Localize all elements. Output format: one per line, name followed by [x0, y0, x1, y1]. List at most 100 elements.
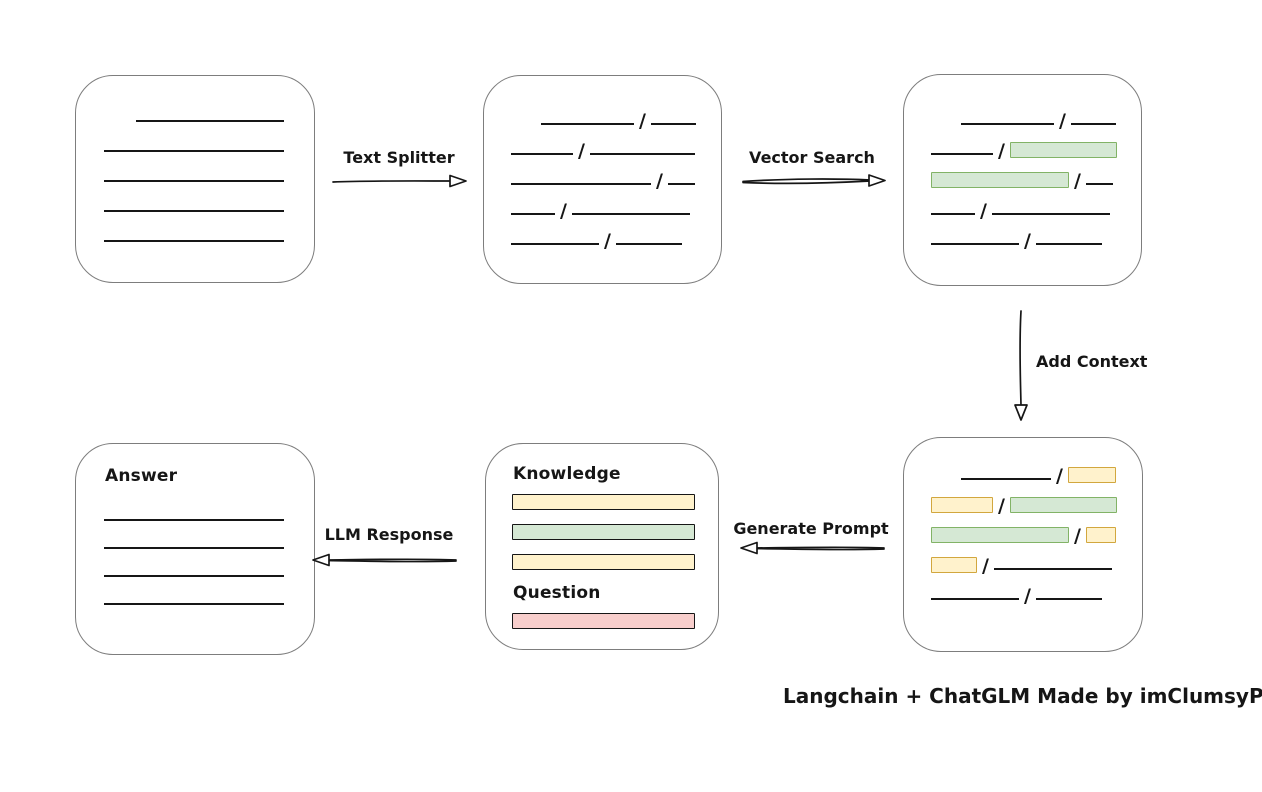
text-line	[511, 213, 555, 215]
separator-slash: /	[1074, 525, 1081, 547]
chunk-row: /	[931, 555, 1117, 577]
text-line	[104, 575, 284, 577]
chunk-row: /	[931, 170, 1117, 192]
add-context-arrow-icon	[1014, 310, 1028, 421]
chunk-rows: / / / / /	[511, 111, 696, 261]
text-line	[931, 213, 975, 215]
chunk-row: /	[961, 465, 1117, 487]
box-context-chunks: / / / / /	[903, 437, 1143, 652]
answer-title: Answer	[105, 466, 178, 486]
separator-slash: /	[560, 200, 567, 222]
text-line	[961, 123, 1054, 125]
text-line	[104, 210, 284, 212]
chunk-row: /	[931, 200, 1117, 222]
text-line	[136, 120, 284, 122]
yellow-bar	[512, 554, 695, 570]
text-line	[650, 123, 696, 125]
green-bar	[512, 524, 695, 540]
text-splitter-arrow-icon	[332, 174, 467, 188]
chunk-row: /	[511, 230, 696, 252]
text-line	[993, 568, 1112, 570]
separator-slash: /	[578, 140, 585, 162]
text-line	[1070, 123, 1116, 125]
text-line	[991, 213, 1110, 215]
chunk-row: /	[931, 585, 1117, 607]
box-answer: Answer	[75, 443, 315, 655]
context-rows: / / / / /	[931, 466, 1117, 616]
box-prompt: Knowledge Question	[485, 443, 719, 650]
separator-slash: /	[1024, 585, 1031, 607]
text-line	[1035, 598, 1102, 600]
separator-slash: /	[1056, 465, 1063, 487]
box-source-document	[75, 75, 315, 283]
document-text-lines	[104, 120, 284, 242]
vector-search-arrow-icon	[742, 174, 886, 187]
text-line	[541, 123, 634, 125]
yellow-bar	[512, 494, 695, 510]
diagram-caption: Langchain + ChatGLM Made by imClumsyPand…	[783, 684, 1262, 708]
text-line	[511, 153, 573, 155]
question-bars	[512, 613, 695, 629]
chunk-row: /	[931, 495, 1117, 517]
chunk-row: /	[931, 140, 1117, 162]
text-line	[961, 478, 1051, 480]
text-line	[571, 213, 690, 215]
text-line	[589, 153, 695, 155]
yellow-highlight-box	[931, 497, 993, 513]
chunk-row: /	[961, 110, 1117, 132]
text-line	[615, 243, 682, 245]
separator-slash: /	[998, 140, 1005, 162]
question-title: Question	[513, 583, 601, 603]
separator-slash: /	[982, 555, 989, 577]
text-line	[104, 547, 284, 549]
chunk-row: /	[931, 230, 1117, 252]
separator-slash: /	[656, 170, 663, 192]
knowledge-bars	[512, 494, 695, 570]
separator-slash: /	[998, 495, 1005, 517]
answer-text-lines	[104, 519, 284, 605]
llm-response-label: LLM Response	[324, 525, 454, 544]
chunk-row: /	[511, 140, 696, 162]
text-line	[931, 598, 1019, 600]
vector-result-rows: / / / / /	[931, 111, 1117, 261]
red-bar	[512, 613, 695, 629]
text-line	[931, 153, 993, 155]
text-line	[104, 519, 284, 521]
text-splitter-label: Text Splitter	[343, 148, 455, 167]
separator-slash: /	[1024, 230, 1031, 252]
yellow-highlight-box	[1085, 527, 1116, 543]
text-line	[1035, 243, 1102, 245]
yellow-highlight-box	[1067, 467, 1116, 483]
box-text-chunks: / / / / /	[483, 75, 722, 284]
text-line	[931, 243, 1019, 245]
separator-slash: /	[639, 110, 646, 132]
llm-response-arrow-icon	[312, 553, 457, 567]
separator-slash: /	[1074, 170, 1081, 192]
text-line	[1085, 183, 1113, 185]
chunk-row: /	[541, 110, 696, 132]
generate-prompt-label: Generate Prompt	[733, 519, 889, 538]
separator-slash: /	[980, 200, 987, 222]
box-vector-search-results: / / / / /	[903, 74, 1142, 286]
text-line	[511, 243, 599, 245]
separator-slash: /	[1059, 110, 1066, 132]
vector-search-label: Vector Search	[749, 148, 875, 167]
green-highlight-box	[1009, 497, 1117, 513]
chunk-row: /	[931, 525, 1117, 547]
green-highlight-box	[931, 527, 1069, 543]
green-highlight-box	[931, 172, 1069, 188]
separator-slash: /	[604, 230, 611, 252]
text-line	[511, 183, 651, 185]
generate-prompt-arrow-icon	[740, 541, 885, 555]
text-line	[104, 240, 284, 242]
text-line	[104, 180, 284, 182]
text-line	[667, 183, 695, 185]
yellow-highlight-box	[931, 557, 977, 573]
add-context-label: Add Context	[1036, 352, 1148, 371]
chunk-row: /	[511, 200, 696, 222]
knowledge-title: Knowledge	[513, 464, 621, 484]
green-highlight-box	[1009, 142, 1117, 158]
chunk-row: /	[511, 170, 696, 192]
text-line	[104, 150, 284, 152]
